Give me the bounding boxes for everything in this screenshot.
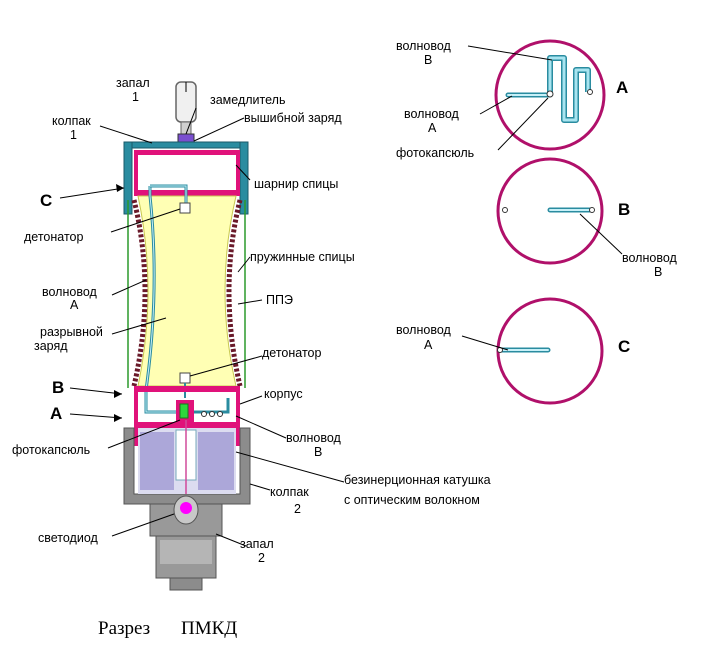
led [180,502,192,514]
section-a-label-volnovod-a-sub: А [428,121,437,135]
caption-abbr: ПМКД [181,618,237,639]
section-b-label-volnovod-sub: В [654,265,662,279]
label-vyshibnoy: вышибной заряд [244,111,342,125]
label-zapal1-num: 1 [132,90,139,104]
label-razryvnoy-2: заряд [34,339,68,353]
lower-frame-left [134,386,138,446]
section-b-end [589,207,595,213]
label-katushka-1: безинерционная катушка [344,473,491,487]
fuse-2-base [169,577,203,591]
label-kolpak2: колпак [270,485,309,499]
section-a-photocapsule [546,90,554,98]
label-razryvnoy: разрывной [40,325,103,339]
section-a-end [587,89,593,95]
label-katushka-2: с оптическим волокном [344,493,480,507]
label-zapal1: запал [116,76,150,90]
top-frame-left [134,150,138,196]
lower-frame-mid [134,422,240,428]
label-kolpak1-num: 1 [70,128,77,142]
spring-spoke-left [131,199,148,387]
section-a [467,39,606,151]
label-zapal2: запал [240,537,274,551]
label-zamedlitel: замедлитель [210,93,285,107]
marker-arrows [114,184,124,422]
lower-frame-right [236,386,240,446]
section-c-label-volnovod: волновод [396,323,452,337]
waveguide-b-node-2 [209,411,215,417]
photocapsule [179,403,189,419]
waveguide-b-node-3 [217,411,223,417]
section-c [461,297,604,405]
label-detonator-top: детонатор [24,230,83,244]
section-c-letter: C [618,337,630,356]
label-zapal2-num: 2 [258,551,265,565]
label-detonator-bottom: детонатор [262,346,321,360]
label-volnovod-v-center: волновод [286,431,342,445]
label-volnovod-v-center-sub: В [314,445,322,459]
section-b [496,157,623,265]
spring-spoke-right [226,199,243,387]
section-a-label-volnovod-a: волновод [404,107,460,121]
section-a-label-volnovod-v: волновод [396,39,452,53]
section-b-letter: B [618,200,630,219]
device-body [123,81,251,591]
section-b-label-volnovod: волновод [622,251,678,265]
section-c-label-volnovod-sub: А [424,338,433,352]
marker-a-main: A [50,404,62,423]
waveguide-b-node-1 [201,411,207,417]
section-a-waveguide-v-inner [548,56,590,122]
section-b-dot [502,207,508,213]
label-volnovod-a-left: волновод [42,285,98,299]
marker-c-main: C [40,191,52,210]
label-volnovod-a-left-sub: А [70,298,79,312]
top-frame-right [236,150,240,196]
waveguide-top-run-inner [150,185,187,205]
fuse-2-window [160,540,212,564]
top-frame-upper [134,150,240,155]
section-a-label-volnovod-v-sub: В [424,53,432,67]
detonator-bottom [179,372,191,384]
label-svetodiod: светодиод [38,531,99,545]
label-sharnir: шарнир спицы [254,177,338,191]
marker-b-main: B [52,378,64,397]
label-kolpak1: колпак [52,114,91,128]
label-pruzhinnye: пружинные спицы [250,250,355,264]
label-fotokapsyul-left: фотокапсюль [12,443,90,457]
detonator-top [179,202,191,214]
section-a-label-fotokapsyul: фотокапсюль [396,146,474,160]
section-a-letter: A [616,78,628,97]
caption-word: Разрез [98,618,150,639]
label-korpus: корпус [264,387,303,401]
label-kolpak2-num: 2 [294,502,301,516]
cap-1-top [123,141,249,149]
waveguide-b-housing [194,398,230,414]
lower-frame-upper [134,386,240,392]
main-leaders [59,82,345,547]
label-ppe: ППЭ [266,293,293,307]
